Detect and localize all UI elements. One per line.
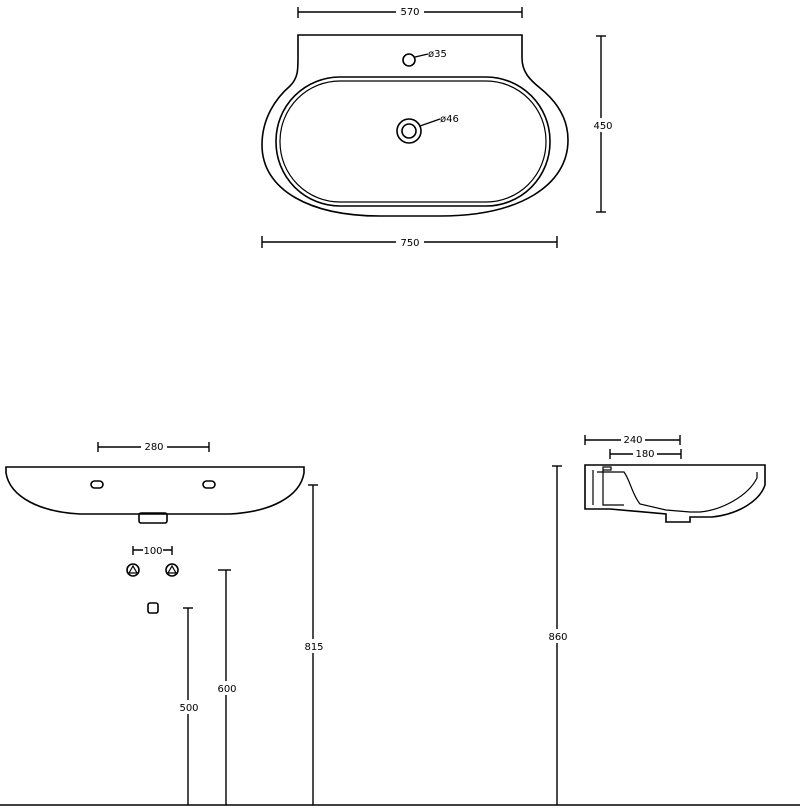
supply-valve-left: [126, 563, 140, 577]
drain-hole: ø46: [396, 114, 459, 144]
label-100: 100: [143, 546, 162, 557]
overflow-slot: [602, 466, 612, 471]
top-view: 570 ø35 ø46 450: [261, 5, 613, 249]
dimension-750: 750: [261, 235, 558, 249]
dimension-450: 450: [593, 35, 613, 213]
basin-bowl-top: [275, 76, 551, 207]
dimension-815: 815: [304, 484, 324, 805]
tap-hole-right: [202, 480, 216, 489]
dimension-180: 180: [609, 447, 682, 460]
dimension-500: 500: [179, 607, 199, 805]
label-240: 240: [623, 435, 642, 446]
label-570: 570: [400, 7, 419, 18]
basin-outline-top: [261, 34, 569, 217]
label-tap-hole: ø35: [428, 49, 447, 60]
dimension-600: 600: [217, 569, 237, 805]
label-815: 815: [304, 642, 323, 653]
waste-connection: [147, 602, 159, 614]
label-280: 280: [144, 442, 163, 453]
dimension-860: 860: [548, 465, 568, 805]
tap-hole: ø35: [402, 49, 447, 67]
dimension-100: 100: [132, 544, 173, 557]
supply-valve-right: [165, 563, 179, 577]
basin-section-outer: [584, 464, 766, 523]
basin-section-inner: [597, 471, 758, 513]
dimension-240: 240: [584, 433, 681, 446]
basin-bowl-inner-top: [279, 80, 547, 203]
side-view: 240 180 860: [548, 433, 766, 805]
dimension-570: 570: [297, 5, 523, 19]
basin-section-wall: [592, 470, 624, 506]
front-view: 280 100: [5, 440, 324, 805]
tap-hole-left: [90, 480, 104, 489]
label-750: 750: [400, 238, 419, 249]
waste-outlet-front: [138, 512, 168, 524]
label-860: 860: [548, 632, 567, 643]
basin-outline-front: [5, 466, 305, 515]
label-450: 450: [593, 121, 612, 132]
label-drain: ø46: [440, 114, 459, 125]
label-600: 600: [217, 684, 236, 695]
dimension-280: 280: [97, 440, 210, 454]
label-180: 180: [635, 449, 654, 460]
label-500: 500: [179, 703, 198, 714]
